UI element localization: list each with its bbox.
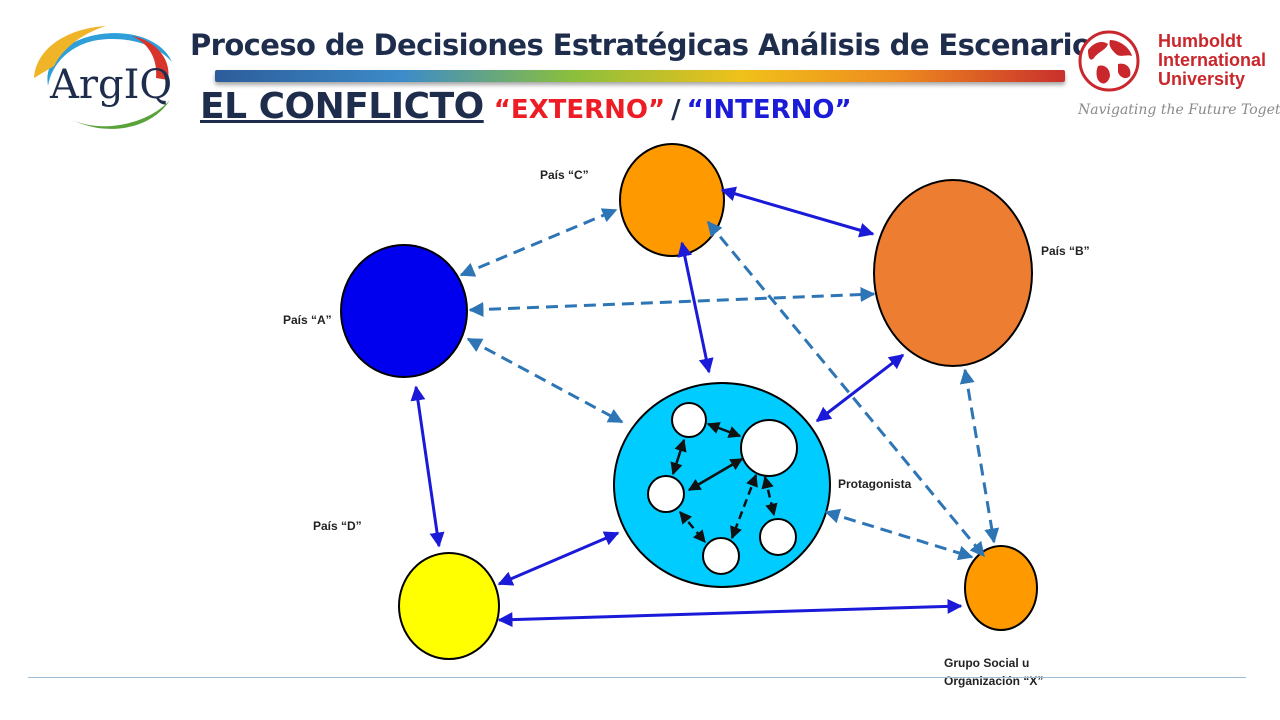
inner-arrow-3-2	[687, 457, 744, 492]
humboldt-university-name: Humboldt International University	[1158, 32, 1266, 89]
dashed-arrow-a-protagonista	[466, 337, 624, 424]
inner-arrow-1-2	[706, 422, 742, 438]
humboldt-line-2: International	[1158, 50, 1267, 70]
inner-actor-5	[759, 518, 797, 556]
humboldt-line-3: University	[1158, 69, 1246, 89]
inner-dashed-3-4	[679, 511, 706, 543]
arrow-d-grupo	[497, 598, 963, 628]
arrow-d-protagonista	[497, 531, 620, 586]
inner-actor-1	[671, 402, 707, 438]
inner-actor-2	[740, 419, 798, 477]
label-grupo-line-1: Grupo Social u	[944, 656, 1030, 670]
footer-divider	[28, 677, 1246, 678]
label-protagonista: Protagonista	[838, 477, 912, 491]
label-pais-c: País “C”	[540, 168, 589, 182]
subtitle: EL CONFLICTO “EXTERNO”/“INTERNO”	[200, 86, 852, 127]
label-pais-d: País “D”	[313, 519, 362, 533]
node-pais-d	[398, 552, 500, 660]
label-grupo-x: Grupo Social u Organización “X”	[944, 654, 1043, 690]
label-pais-a: País “A”	[283, 313, 332, 327]
arrow-a-d	[410, 385, 445, 548]
humboldt-line-1: Humboldt	[1158, 31, 1242, 51]
dashed-arrow-protagonista-grupo	[824, 508, 974, 561]
humboldt-globe-icon	[1078, 30, 1140, 92]
humboldt-tagline: Navigating the Future Together	[1078, 102, 1280, 118]
arrow-c-protagonista	[677, 241, 714, 374]
inner-dashed-2-5	[761, 475, 778, 517]
subtitle-external: “EXTERNO”	[493, 95, 666, 125]
inner-arrow-1-3	[670, 438, 687, 476]
argiq-logo: ArgIQ	[34, 26, 172, 129]
inner-dashed-2-4	[730, 473, 758, 540]
node-pais-b	[873, 179, 1033, 367]
arrow-c-b	[720, 186, 875, 238]
node-pais-a	[340, 244, 468, 378]
dashed-arrow-a-c	[459, 208, 618, 277]
inner-actor-4	[702, 537, 740, 575]
title-underline-bar	[215, 70, 1065, 82]
subtitle-separator: /	[671, 95, 681, 125]
label-grupo-line-2: Organización “X”	[944, 674, 1044, 688]
page-title: Proceso de Decisiones Estratégicas Análi…	[190, 28, 1109, 62]
node-pais-c	[619, 143, 725, 257]
label-pais-b: País “B”	[1041, 244, 1090, 258]
dashed-arrow-a-b	[468, 287, 876, 317]
arrow-b-protagonista	[815, 353, 905, 423]
argiq-logo-text: ArgIQ	[49, 62, 172, 108]
dashed-arrow-b-grupo	[959, 368, 1000, 544]
subtitle-main: EL CONFLICTO	[200, 86, 484, 127]
subtitle-internal: “INTERNO”	[686, 95, 852, 125]
node-grupo-x	[964, 545, 1038, 631]
dashed-arrow-c-grupo	[706, 220, 986, 558]
inner-actor-3	[647, 475, 685, 513]
